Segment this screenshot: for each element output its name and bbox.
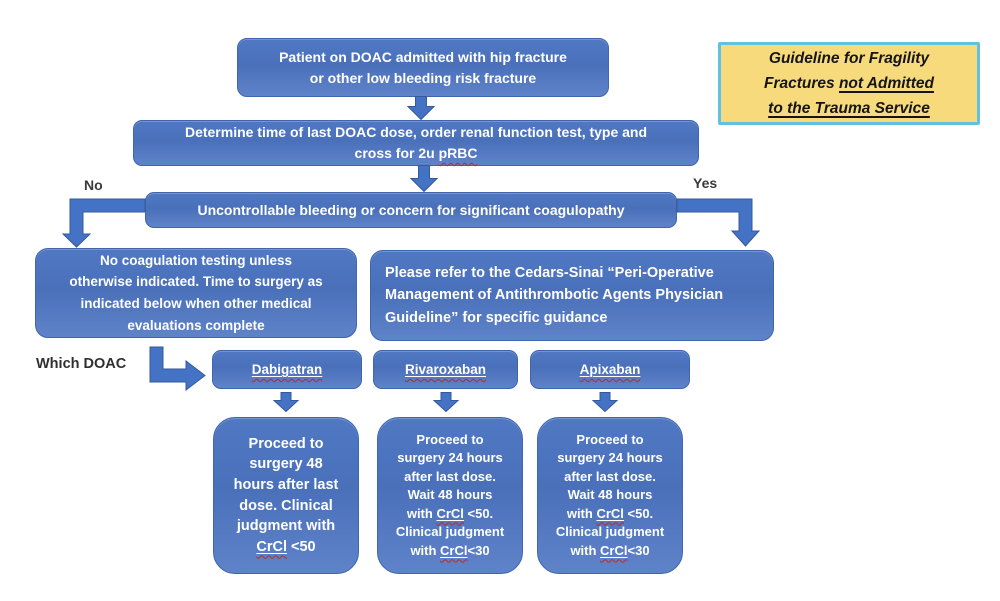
drug-name: Rivaroxaban [404,362,487,377]
drug-box-dabigatran: Dabigatran [212,350,362,389]
patient-admitted-text: Patient on DOAC admitted with hip fractu… [279,48,567,86]
elbow-arrow-no-icon [61,198,146,248]
down-arrow-icon [592,392,618,412]
drug-name: Apixaban [579,362,641,377]
elbow-arrow-which-doac-icon [149,346,206,391]
no-branch-label: No [84,177,103,193]
determine-dose-box: Determine time of last DOAC dose, order … [133,120,699,166]
patient-admitted-box: Patient on DOAC admitted with hip fractu… [237,38,609,97]
refer-guideline-box: Please refer to the Cedars-Sinai “Peri-O… [370,250,774,341]
drug-box-apixaban: Apixaban [530,350,690,389]
refer-guideline-text: Please refer to the Cedars-Sinai “Peri-O… [385,264,724,326]
drug-name: Dabigatran [251,362,323,377]
drug-box-rivaroxaban: Rivaroxaban [373,350,518,389]
uncontrollable-bleeding-text: Uncontrollable bleeding or concern for s… [197,202,625,218]
elbow-arrow-yes-icon [676,198,761,247]
down-arrow-icon [407,96,435,120]
determine-dose-text: Determine time of last DOAC dose, order … [184,124,648,161]
down-arrow-icon [273,392,299,412]
down-arrow-icon [410,165,438,192]
yes-branch-label: Yes [693,175,718,191]
which-doac-label: Which DOAC [36,356,127,372]
uncontrollable-bleeding-box: Uncontrollable bleeding or concern for s… [145,192,677,228]
down-arrow-icon [433,392,459,412]
